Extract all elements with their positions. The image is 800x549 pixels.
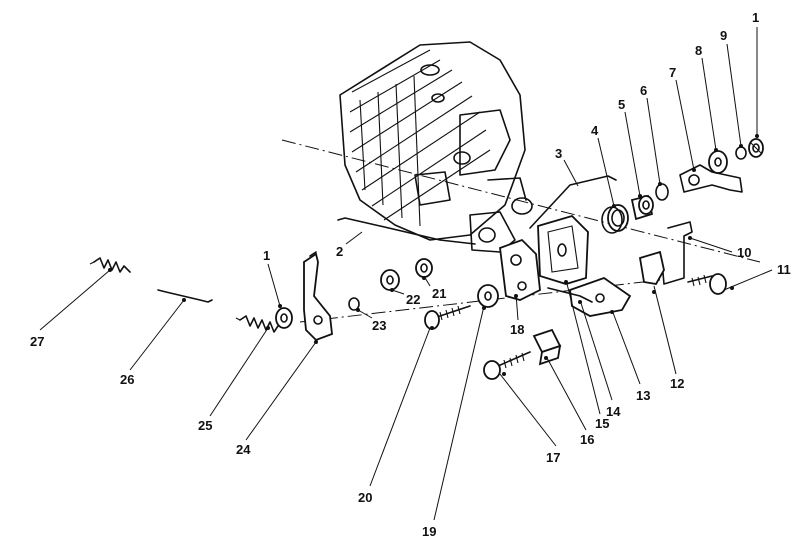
callout-5: 5 [618,97,625,112]
callout-27: 27 [30,334,44,349]
callout-labels: 1 9 8 7 6 5 4 3 2 10 11 12 13 14 15 16 1… [30,10,791,539]
callout-21: 21 [432,286,446,301]
callout-11: 11 [777,262,791,277]
leader-dots [108,134,759,376]
callout-18: 18 [510,322,524,337]
part-bracket-13 [569,276,632,317]
part-washer-22 [380,269,400,291]
callout-1-lower: 1 [263,248,270,263]
part-lever-24 [303,251,333,342]
part-spring-4 [601,204,629,234]
callout-23: 23 [372,318,386,333]
part-spring-14 [547,287,593,303]
part-lever-7 [679,164,743,193]
callout-9: 9 [720,28,727,43]
part-washer-8 [708,150,728,174]
callout-15: 15 [595,416,609,431]
part-clip-12 [638,250,665,285]
part-plate-18 [499,238,541,301]
callout-6: 6 [640,83,647,98]
part-lock-washer [735,146,747,160]
callout-19: 19 [422,524,436,539]
part-bracket-15 [537,214,589,285]
callout-7: 7 [669,65,676,80]
callout-25: 25 [198,418,212,433]
part-ring-6 [655,183,669,201]
part-spring-25 [235,315,279,333]
callout-12: 12 [670,376,684,391]
callout-3: 3 [555,146,562,161]
callout-13: 13 [636,388,650,403]
part-plate-10 [661,221,693,285]
callout-10: 10 [737,245,751,260]
callout-2: 2 [336,244,343,259]
part-nut-lower [275,307,293,329]
callout-24: 24 [236,442,251,457]
part-bushing-5 [630,194,654,221]
part-washer-23 [348,297,360,311]
callout-17: 17 [546,450,560,465]
part-nut-upper [748,138,764,158]
callout-26: 26 [120,372,134,387]
part-bolt-20 [424,305,471,330]
callout-8: 8 [695,43,702,58]
part-bolt-11 [687,273,727,295]
callout-4: 4 [591,123,599,138]
part-rod-3 [529,175,617,229]
callout-1-upper: 1 [752,10,759,25]
engine-block [339,41,533,253]
part-rod-26 [157,289,213,303]
callout-22: 22 [406,292,420,307]
part-bolt-17 [483,351,531,380]
leader-lines [39,27,773,521]
part-washer-19 [477,284,499,308]
part-bushing-21 [415,258,433,278]
callout-16: 16 [580,432,594,447]
part-rod-2 [337,217,476,245]
callout-14: 14 [606,404,621,419]
center-line-upper [281,139,761,263]
callout-20: 20 [358,490,372,505]
